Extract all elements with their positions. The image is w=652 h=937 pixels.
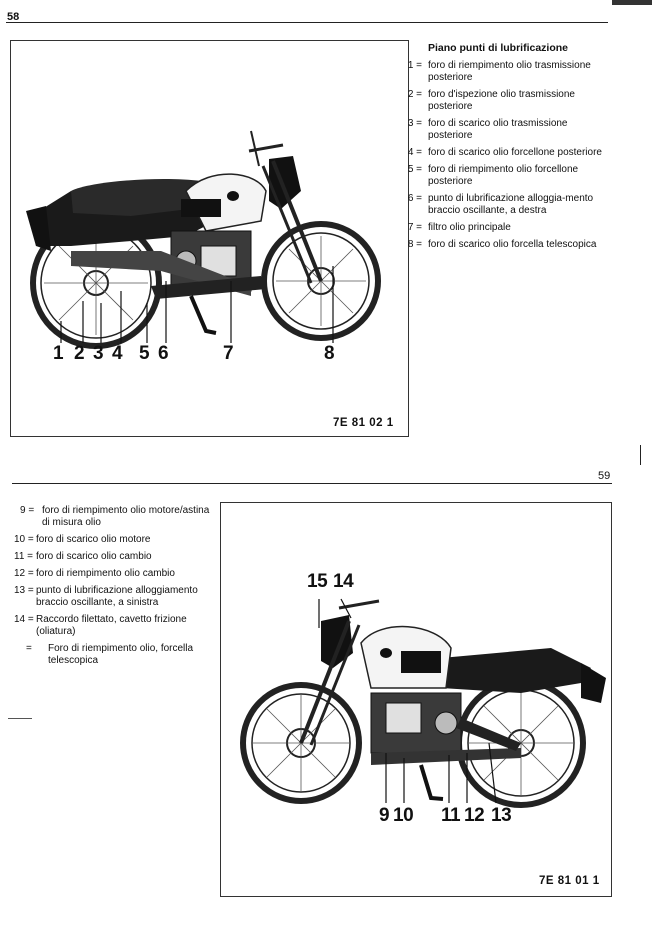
list-item: 4 =foro di scarico olio forcellone poste… bbox=[407, 147, 602, 158]
figure-top: 1 2 3 4 5 6 7 8 7E 81 02 1 bbox=[10, 40, 409, 437]
list-item: 7 =filtro olio principale bbox=[407, 222, 511, 233]
header-rule-bottom bbox=[12, 483, 612, 484]
header-rule-top bbox=[6, 22, 608, 23]
callout-11: 11 bbox=[441, 805, 461, 826]
figure-code: 7E 81 02 1 bbox=[333, 417, 394, 429]
list-item: 8 =foro di scarico olio forcella telesco… bbox=[407, 239, 597, 250]
legend-bottom: 9 =foro di riempimento olio motore/astin… bbox=[14, 505, 210, 672]
callout-9: 9 bbox=[379, 805, 390, 826]
callout-8: 8 bbox=[324, 343, 335, 364]
list-item: 14 =Raccordo filettato, cavetto frizione… bbox=[14, 614, 187, 637]
callout-12: 12 bbox=[464, 805, 485, 826]
callout-15: 15 bbox=[307, 571, 328, 592]
page-gutter-mark bbox=[640, 445, 641, 465]
callout-13: 13 bbox=[491, 805, 512, 826]
list-item: 3 =foro di scarico olio trasmissione pos… bbox=[407, 118, 568, 141]
list-item: 13 =punto di lubrificazione alloggiament… bbox=[14, 585, 198, 608]
callout-2: 2 bbox=[74, 343, 85, 364]
callout-1: 1 bbox=[53, 343, 64, 364]
legend-top: 1 =foro di riempimento olio trasmissione… bbox=[402, 60, 614, 256]
callout-7: 7 bbox=[223, 343, 234, 364]
list-item: 10 =foro di scarico olio motore bbox=[14, 534, 151, 545]
list-item: 1 =foro di riempimento olio trasmissione… bbox=[407, 60, 591, 83]
list-item: 2 =foro d'ispezione olio trasmissione po… bbox=[407, 89, 575, 112]
page-number-59: 59 bbox=[598, 470, 611, 482]
callout-10: 10 bbox=[393, 805, 414, 826]
list-item: 6 =punto di lubrificazione alloggia-ment… bbox=[407, 193, 594, 216]
legend-title: Piano punti di lubrificazione bbox=[428, 42, 569, 54]
callout-14: 14 bbox=[333, 571, 354, 592]
list-item: 5 =foro di riempimento olio forcellone p… bbox=[407, 164, 579, 187]
callout-5: 5 bbox=[139, 343, 150, 364]
list-item: 11 =foro di scarico olio cambio bbox=[14, 551, 152, 562]
page-edge-mark bbox=[612, 0, 652, 5]
list-item: =Foro di riempimento olio, forcella tele… bbox=[26, 643, 194, 666]
figure-code: 7E 81 01 1 bbox=[539, 875, 600, 887]
motorcycle-illustration-left-side bbox=[240, 598, 606, 808]
callout-4: 4 bbox=[112, 343, 123, 364]
callout-6: 6 bbox=[158, 343, 169, 364]
callout-3: 3 bbox=[93, 343, 104, 364]
figure-bottom: 15 14 9 10 11 12 13 7E 81 01 1 bbox=[220, 502, 612, 897]
list-item: 9 =foro di riempimento olio motore/astin… bbox=[20, 505, 210, 528]
margin-mark bbox=[8, 718, 32, 719]
page-number-58: 58 bbox=[7, 11, 20, 23]
list-item: 12 =foro di riempimento olio cambio bbox=[14, 568, 175, 579]
motorcycle-illustration-right-side bbox=[26, 130, 381, 349]
